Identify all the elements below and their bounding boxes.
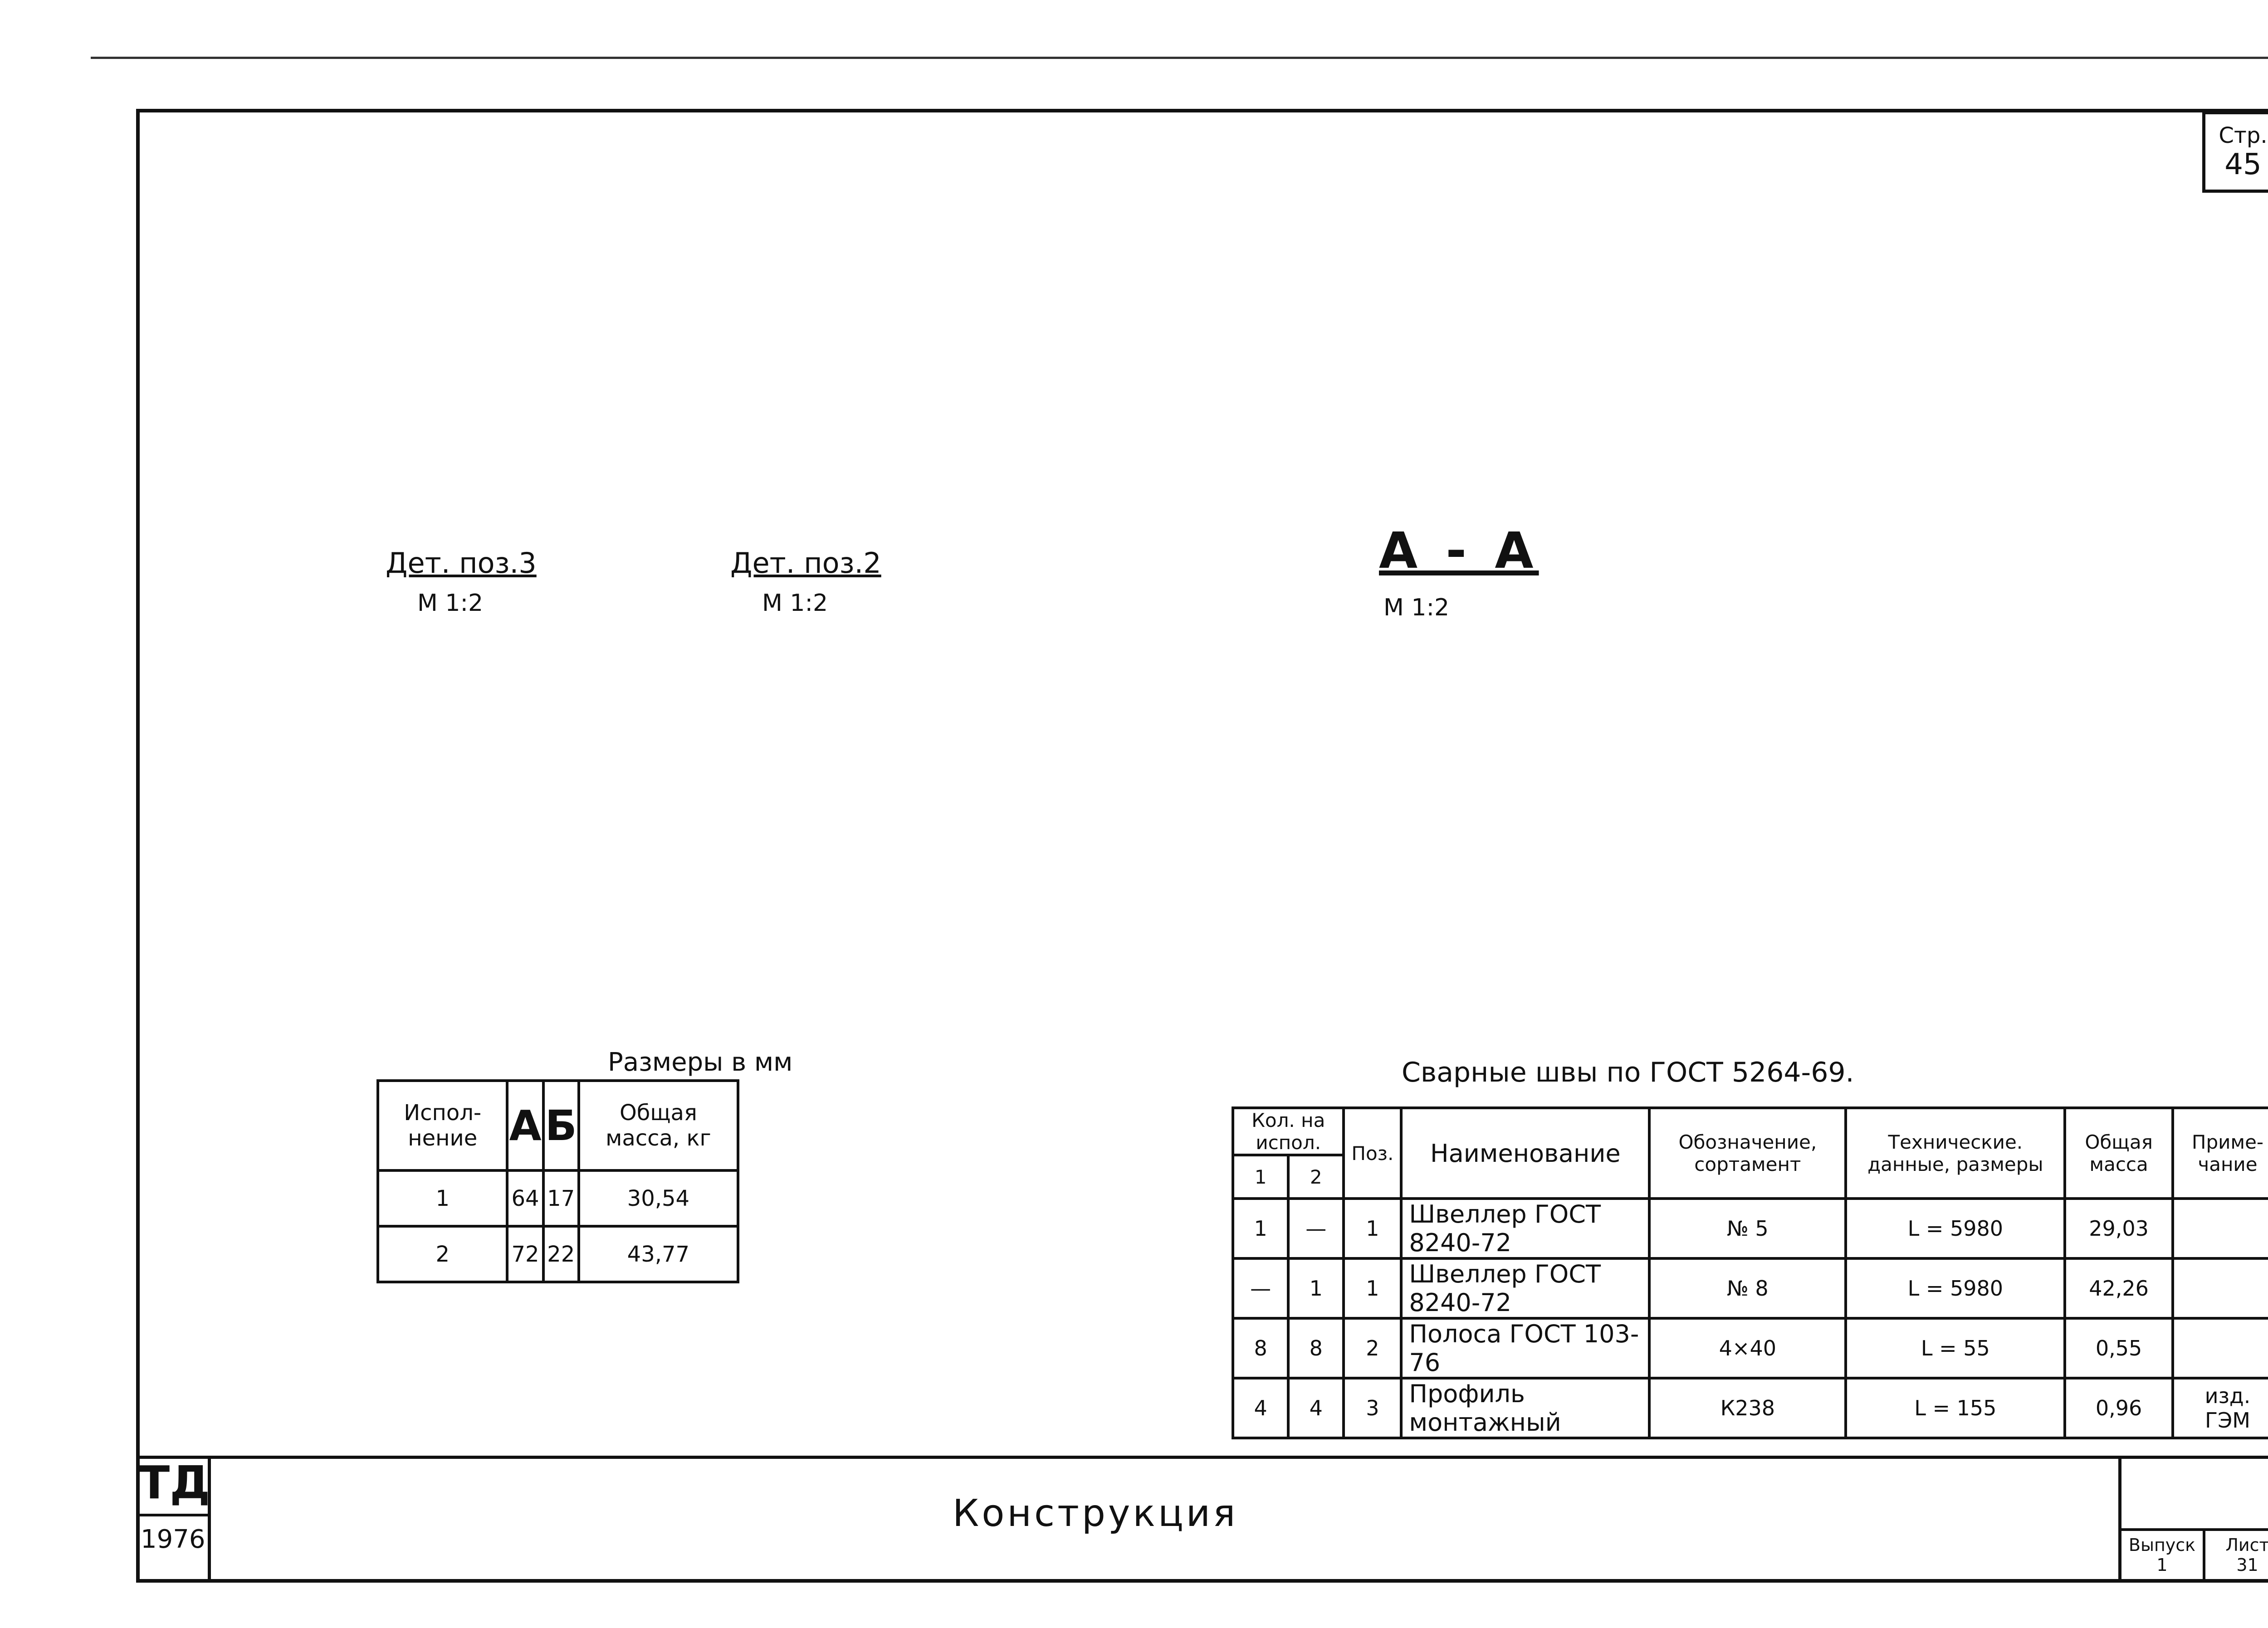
spec-header-q2: 2 <box>1287 1154 1345 1200</box>
dims-header: Общая масса, кг <box>577 1079 740 1172</box>
spec-cell: № 5 <box>1648 1197 1848 1260</box>
document-title: Конструкция <box>953 1492 1238 1535</box>
spec-header-note: Приме-чание <box>2171 1106 2268 1200</box>
spec-cell: 0,55 <box>2063 1317 2174 1379</box>
dims-cell: 43,77 <box>577 1225 740 1283</box>
spec-cell: № 8 <box>1648 1257 1848 1320</box>
dims-units: Размеры в мм <box>608 1048 793 1077</box>
spec-cell: 1 <box>1287 1257 1345 1320</box>
spec-cell: 4 <box>1231 1377 1290 1439</box>
drawing-frame <box>136 109 2268 1583</box>
spec-cell: 4×40 <box>1648 1317 1848 1379</box>
title-year: 1976 <box>136 1514 208 1554</box>
spec-cell: 3 <box>1342 1377 1403 1439</box>
dims-cell: 1 <box>376 1169 509 1228</box>
spec-cell <box>2171 1197 2268 1260</box>
spec-header-q1: 1 <box>1231 1154 1290 1200</box>
detail-pos3-scale: М 1:2 <box>417 590 484 617</box>
title-mark-box: ТД 1976 <box>136 1456 211 1583</box>
release-number: 1 <box>2156 1555 2168 1575</box>
dims-table: Испол-нение А Б Общая масса, кг 1 64 17 … <box>376 1079 740 1283</box>
detail-pos2-title: Дет. поз.2 <box>730 546 881 580</box>
top-rule <box>91 57 2268 59</box>
sheet-label: Лист <box>2225 1535 2268 1555</box>
spec-header-row: Кол. на испол. Поз. Наименование Обознач… <box>1231 1106 2268 1200</box>
spec-cell: 1 <box>1342 1197 1403 1260</box>
spec-cell: L = 155 <box>1844 1377 2067 1439</box>
spec-cell: Профиль монтажный <box>1400 1377 1651 1439</box>
title-strip <box>136 1456 2268 1583</box>
dims-header: Испол-нение <box>376 1079 509 1172</box>
spec-header-pos: Поз. <box>1342 1106 1403 1200</box>
dims-header: А <box>506 1079 545 1172</box>
spec-cell <box>2171 1257 2268 1320</box>
spec-cell: L = 5980 <box>1844 1197 2067 1260</box>
dims-cell: 30,54 <box>577 1169 740 1228</box>
spec-cell: 4 <box>1287 1377 1345 1439</box>
spec-header-qty: Кол. на испол. <box>1231 1106 1345 1156</box>
page-label: Стр. <box>2219 123 2268 148</box>
sheet-cell: Лист 31 <box>2205 1528 2268 1583</box>
spec-header-name: Наименование <box>1400 1106 1651 1200</box>
dims-header: Б <box>542 1079 580 1172</box>
release-cell: Выпуск 1 <box>2121 1528 2205 1583</box>
section-title: А - А <box>1379 522 1539 580</box>
dims-row: 2 72 22 43,77 <box>376 1225 740 1283</box>
spec-cell: 8 <box>1231 1317 1290 1379</box>
spec-cell: Швеллер ГОСТ 8240-72 <box>1400 1257 1651 1320</box>
spec-cell: К238 <box>1648 1377 1848 1439</box>
spec-cell: 0,96 <box>2063 1377 2174 1439</box>
spec-header-row: 1 2 <box>1231 1154 2268 1200</box>
dims-cell: 64 <box>506 1169 545 1228</box>
dims-cell: 22 <box>542 1225 580 1283</box>
spec-cell: 1 <box>1231 1197 1290 1260</box>
spec-cell: изд. ГЭМ <box>2171 1377 2268 1439</box>
detail-pos2-scale: М 1:2 <box>762 590 828 617</box>
spec-header-tech: Технические. данные, размеры <box>1844 1106 2067 1200</box>
spec-cell: 1 <box>1342 1257 1403 1320</box>
spec-header-mass: Общая масса <box>2063 1106 2174 1200</box>
release-box: Выпуск 1 Лист 31 <box>2118 1456 2268 1583</box>
dims-header-row: Испол-нение А Б Общая масса, кг <box>376 1079 740 1172</box>
spec-cell: L = 5980 <box>1844 1257 2067 1320</box>
spec-row: 8 8 2 Полоса ГОСТ 103-76 4×40 L = 55 0,5… <box>1231 1317 2268 1379</box>
weld-note: Сварные швы по ГОСТ 5264-69. <box>1402 1057 1854 1088</box>
spec-cell: — <box>1231 1257 1290 1320</box>
dims-cell: 17 <box>542 1169 580 1228</box>
spec-cell: 42,26 <box>2063 1257 2174 1320</box>
spec-cell: 2 <box>1342 1317 1403 1379</box>
title-mark: ТД <box>139 1456 210 1509</box>
dims-cell: 72 <box>506 1225 545 1283</box>
spec-row: 1 — 1 Швеллер ГОСТ 8240-72 № 5 L = 5980 … <box>1231 1197 2268 1260</box>
page-number-box: Стр. 45 <box>2202 111 2268 193</box>
spec-cell: L = 55 <box>1844 1317 2067 1379</box>
spec-table: Кол. на испол. Поз. Наименование Обознач… <box>1231 1106 2268 1439</box>
spec-cell <box>2171 1317 2268 1379</box>
sheet-number: 31 <box>2236 1555 2258 1575</box>
section-scale: М 1:2 <box>1383 594 1450 621</box>
spec-row: 4 4 3 Профиль монтажный К238 L = 155 0,9… <box>1231 1377 2268 1439</box>
page-number: 45 <box>2224 148 2262 182</box>
spec-cell: Швеллер ГОСТ 8240-72 <box>1400 1197 1651 1260</box>
detail-pos3-title: Дет. поз.3 <box>386 546 537 580</box>
spec-cell: Полоса ГОСТ 103-76 <box>1400 1317 1651 1379</box>
dims-row: 1 64 17 30,54 <box>376 1169 740 1228</box>
spec-row: — 1 1 Швеллер ГОСТ 8240-72 № 8 L = 5980 … <box>1231 1257 2268 1320</box>
spec-cell: — <box>1287 1197 1345 1260</box>
spec-cell: 8 <box>1287 1317 1345 1379</box>
spec-cell: 29,03 <box>2063 1197 2174 1260</box>
spec-header-designation: Обозначение, сортамент <box>1648 1106 1848 1200</box>
dims-cell: 2 <box>376 1225 509 1283</box>
release-label: Выпуск <box>2128 1535 2196 1555</box>
